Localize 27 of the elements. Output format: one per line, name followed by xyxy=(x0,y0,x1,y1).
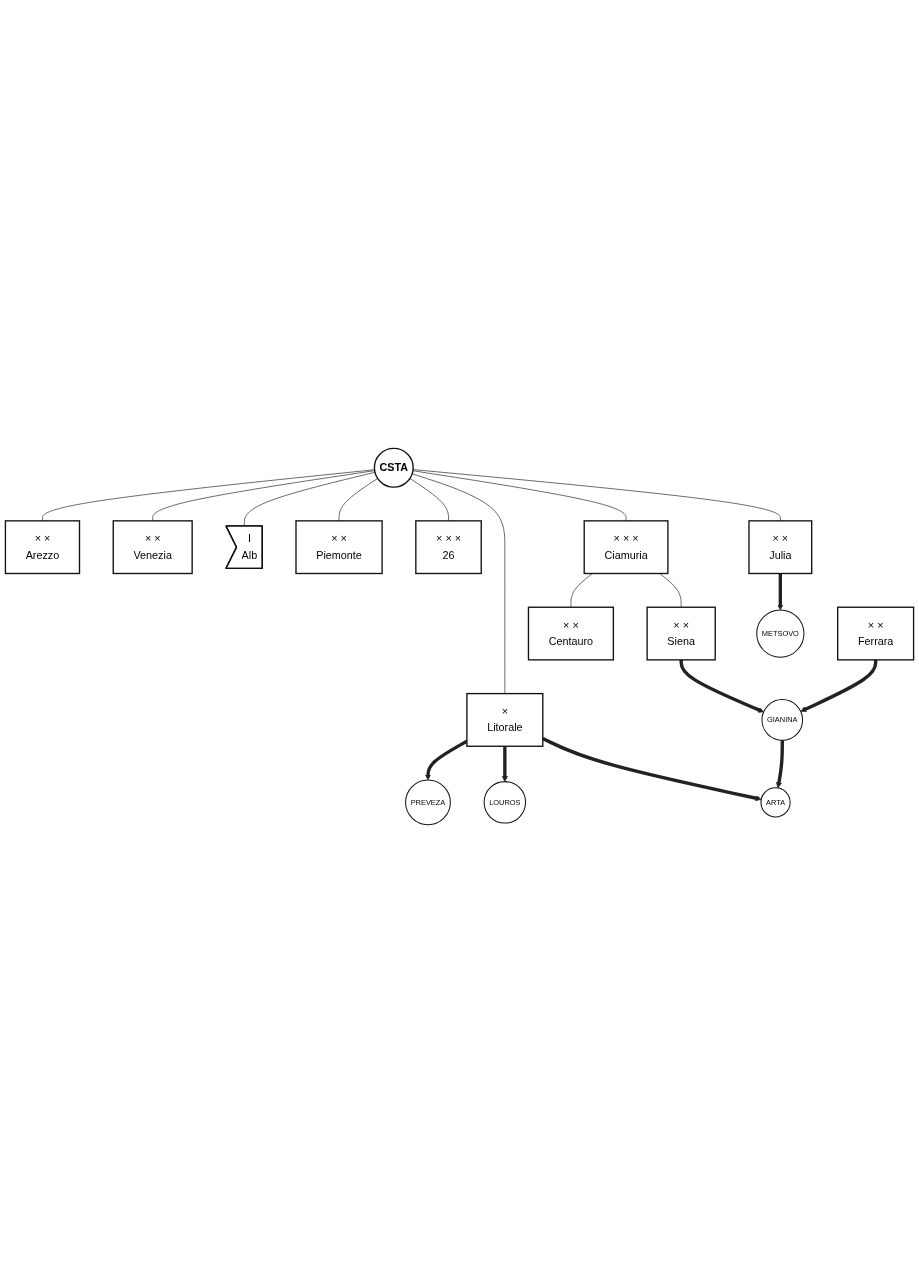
connector xyxy=(42,469,375,522)
node-box: × × Centauro xyxy=(527,606,615,661)
connector xyxy=(411,473,506,695)
node-box: × × Piemonte xyxy=(295,520,383,575)
node-box: × × Venezia xyxy=(112,520,193,575)
arrow xyxy=(679,660,764,713)
arrow xyxy=(777,573,784,611)
node-box: × × Julia xyxy=(748,520,813,575)
connector xyxy=(659,573,682,608)
node-box: × × Arezzo xyxy=(4,520,81,575)
node-box: × × × 26 xyxy=(415,520,482,575)
node-box: × × × Ciamuria xyxy=(583,520,669,575)
node-box: × × Ferrara xyxy=(837,606,915,661)
arrow xyxy=(776,740,784,789)
connector xyxy=(152,470,375,522)
connector xyxy=(338,478,378,522)
connector xyxy=(412,469,781,522)
node-circle: CSTA xyxy=(373,448,414,489)
node-box: × × Siena xyxy=(646,606,716,661)
node-box: × Litorale xyxy=(466,693,544,748)
connector xyxy=(570,573,593,608)
arrow xyxy=(800,660,878,713)
arrow xyxy=(501,746,508,783)
connector xyxy=(412,470,627,522)
connector xyxy=(244,472,376,527)
connector xyxy=(409,478,449,522)
arrow xyxy=(542,737,762,802)
